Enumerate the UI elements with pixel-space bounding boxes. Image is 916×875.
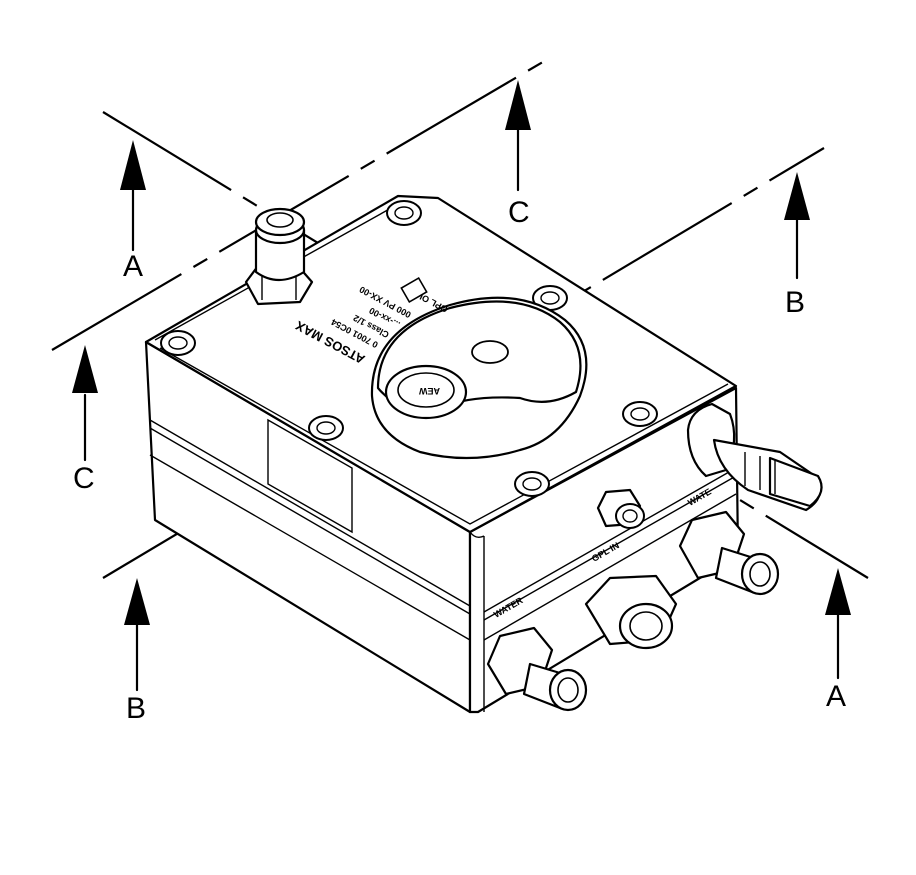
section-letter-b-left: B [126,692,146,725]
section-arrow-c-left: C [72,345,98,495]
section-line-c [51,55,554,351]
gpl-out-fitting [244,207,314,306]
dial-text: AEW [418,386,440,396]
section-arrow-b-left: B [124,578,150,725]
electrical-connector [686,402,823,512]
section-letter-a-left: A [123,250,143,283]
water-fitting-left [486,626,588,712]
section-arrow-c-top: C [505,80,531,229]
cover-dial: AEW [370,296,588,460]
screw-5 [622,401,658,427]
gpl-in-fitting [584,574,678,650]
section-letter-b-right: B [785,286,805,319]
screw-1 [160,330,196,356]
screw-2 [386,200,422,226]
section-arrow-a-right: A [825,568,851,713]
screw-6 [514,471,550,497]
water-fitting-right [678,510,780,596]
section-arrow-a-left: A [120,140,146,283]
section-letter-c-top: C [508,196,530,229]
section-arrow-b-right: B [784,172,810,319]
label-logo [400,276,428,304]
label-recess [267,418,353,534]
screw-4 [308,415,344,441]
section-letter-a-right: A [826,680,846,713]
small-fitting [596,488,645,529]
section-letter-c-left: C [73,462,95,495]
dial-pin [471,340,509,364]
